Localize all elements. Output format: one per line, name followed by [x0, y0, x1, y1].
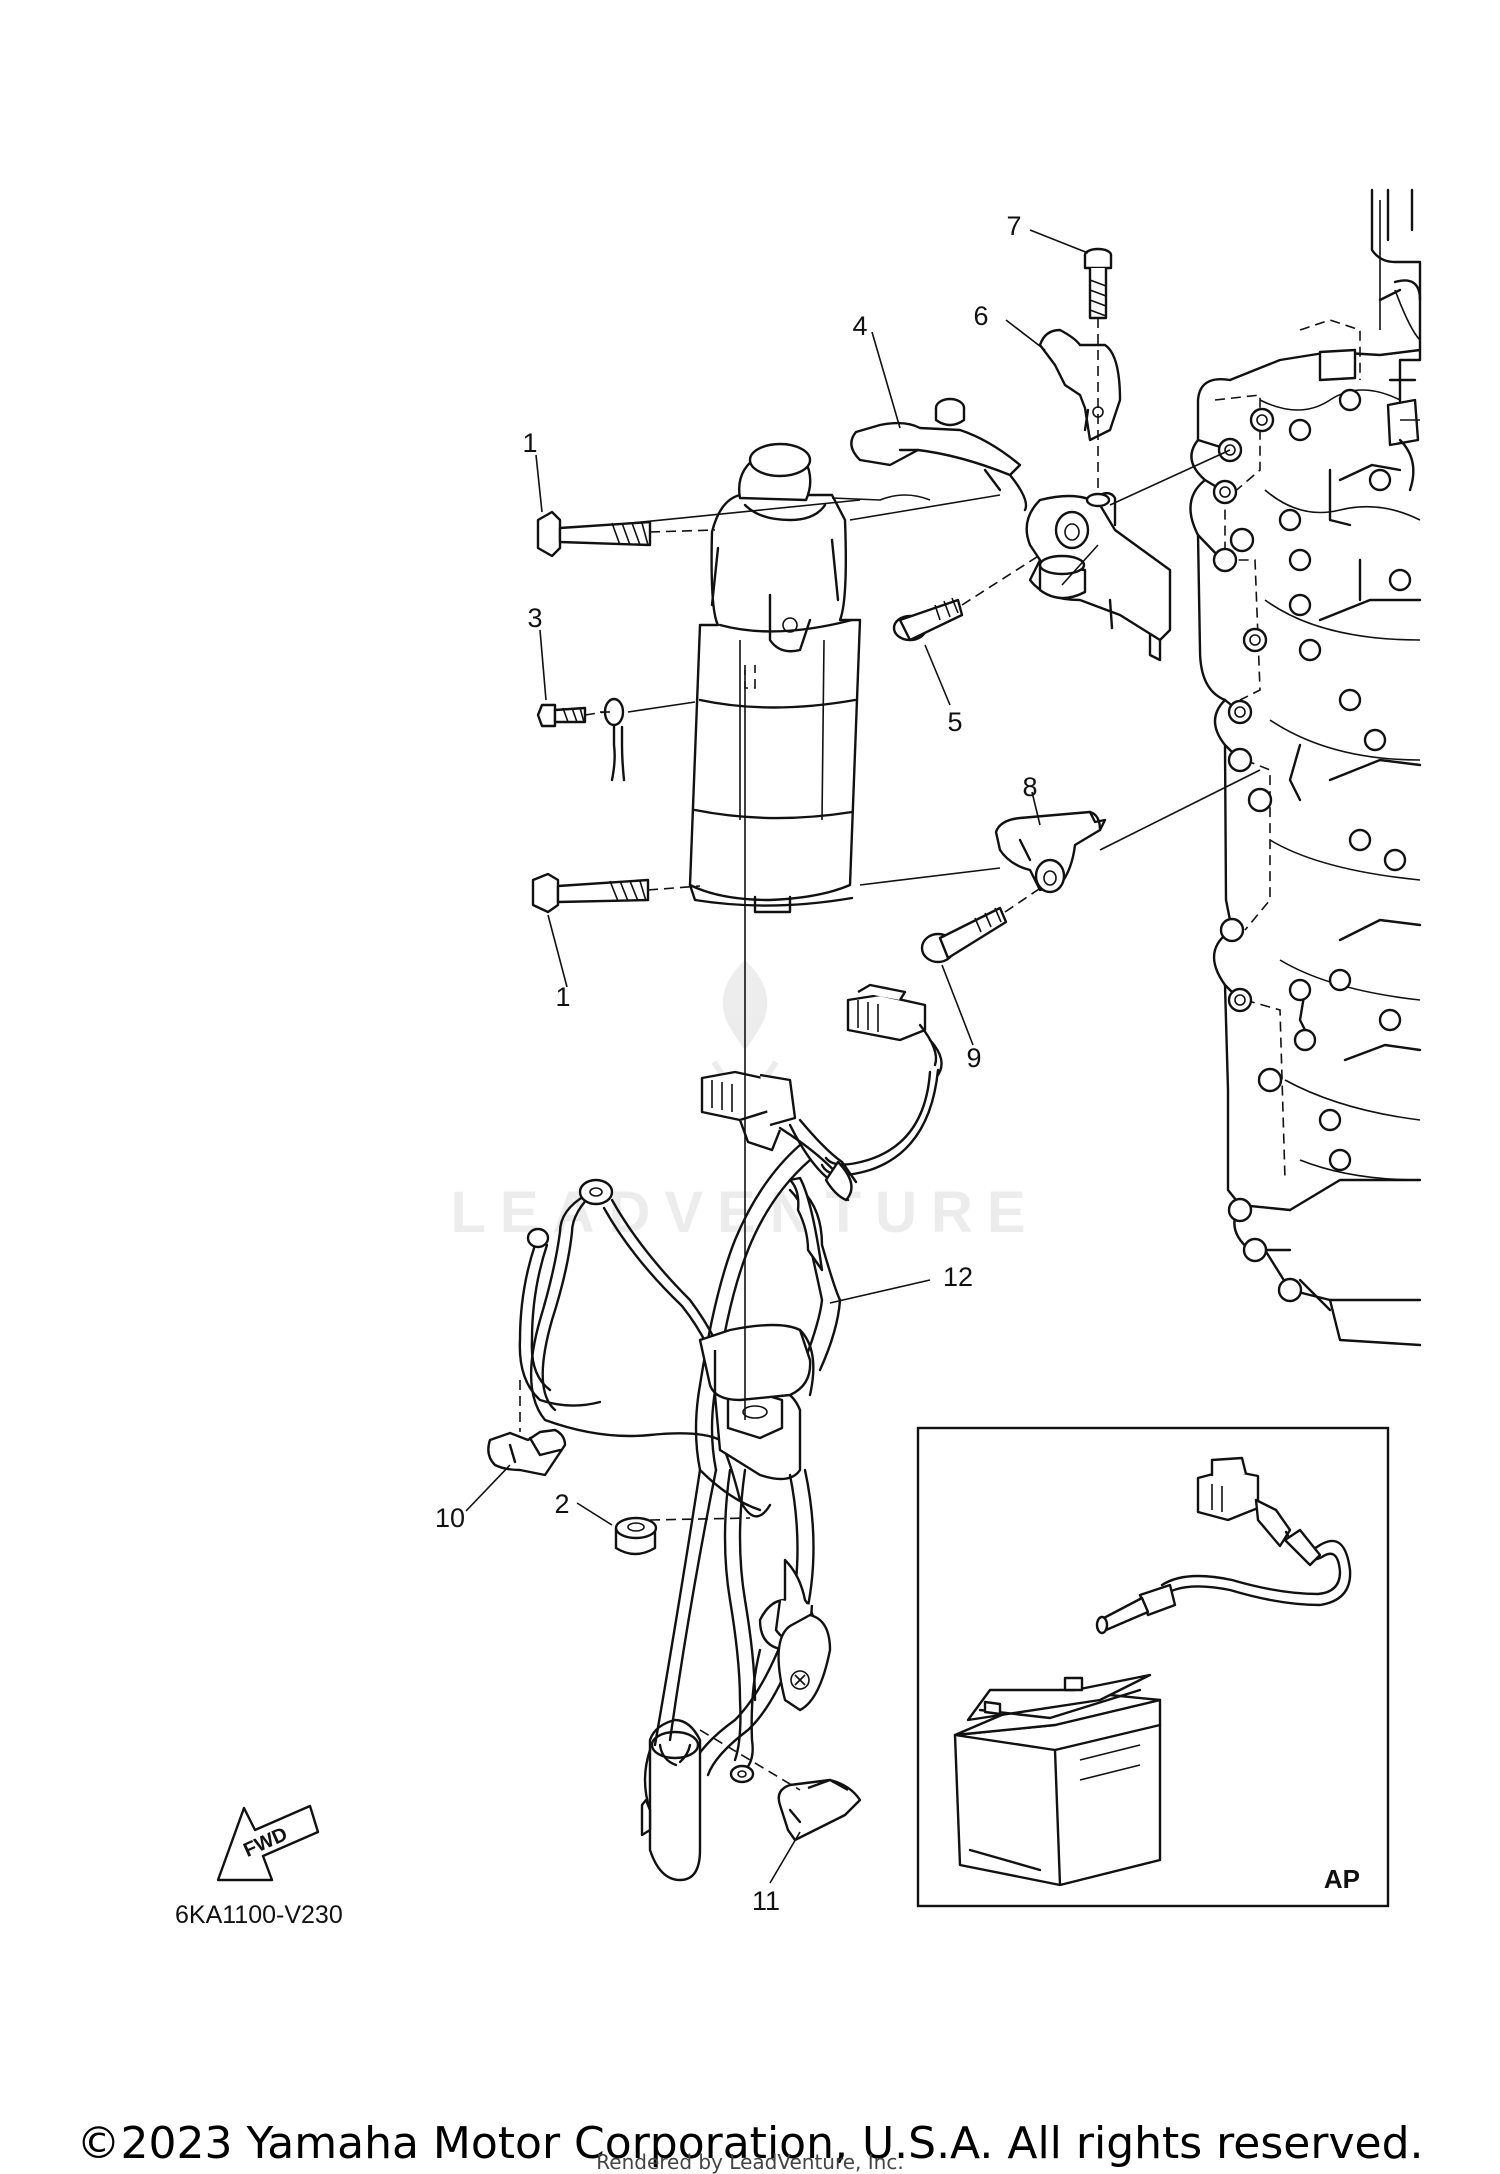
- connector-main: [700, 1070, 852, 1192]
- wire-harness-12: [529, 1068, 940, 1882]
- callout-labels: 1 1 2 3 4 5 6 7 8 9 10 11 12 13: [435, 211, 1107, 1916]
- bolt-1-lower: [531, 872, 701, 914]
- screw-3: [536, 697, 696, 782]
- callout-3[interactable]: 3: [527, 603, 542, 633]
- callout-8[interactable]: 8: [1022, 772, 1037, 802]
- callout-9[interactable]: 9: [966, 1043, 981, 1073]
- callout-11[interactable]: 11: [752, 1886, 780, 1916]
- ground-wire: [518, 1227, 602, 1407]
- assembly-guides: [611, 449, 1261, 1420]
- fwd-arrow: FWD: [216, 1804, 320, 1882]
- callout-6[interactable]: 6: [973, 301, 988, 331]
- coil-mount-upper: [1025, 491, 1172, 662]
- clamp-6: [1038, 328, 1122, 442]
- callout-2[interactable]: 2: [554, 1489, 569, 1519]
- callout-1-upper[interactable]: 1: [522, 428, 537, 458]
- callout-10[interactable]: 10: [435, 1503, 465, 1533]
- clamp-10: [487, 1380, 567, 1477]
- diagram-code: 6KA1100-V230: [175, 1901, 343, 1929]
- ignition-coil: [688, 442, 862, 914]
- callout-1-lower[interactable]: 1: [555, 982, 570, 1012]
- bolt-5: [892, 554, 1041, 642]
- callout-12[interactable]: 12: [943, 1262, 973, 1292]
- callout-4[interactable]: 4: [852, 311, 867, 341]
- nut-2: [614, 1516, 751, 1556]
- clamp-11: [699, 1729, 862, 1842]
- callout-5[interactable]: 5: [947, 707, 962, 737]
- bolt-1-upper: [536, 510, 716, 558]
- inset-box: AP: [916, 1426, 1390, 1908]
- bolt-9: [920, 884, 1046, 964]
- connector-9-area: [846, 983, 943, 1077]
- rendered-by: Rendered by LeadVenture, Inc.: [596, 2150, 904, 2174]
- bracket-4: [850, 397, 1028, 512]
- inset-label: AP: [1324, 1864, 1360, 1894]
- battery: [953, 1673, 1162, 1887]
- engine-block: [1189, 188, 1422, 1347]
- bracket-8: [994, 810, 1107, 894]
- copyright-notice: ©2023 Yamaha Motor Corporation, U.S.A. A…: [76, 2118, 1424, 2169]
- bolt-7: [1083, 247, 1113, 508]
- callout-7[interactable]: 7: [1006, 211, 1021, 241]
